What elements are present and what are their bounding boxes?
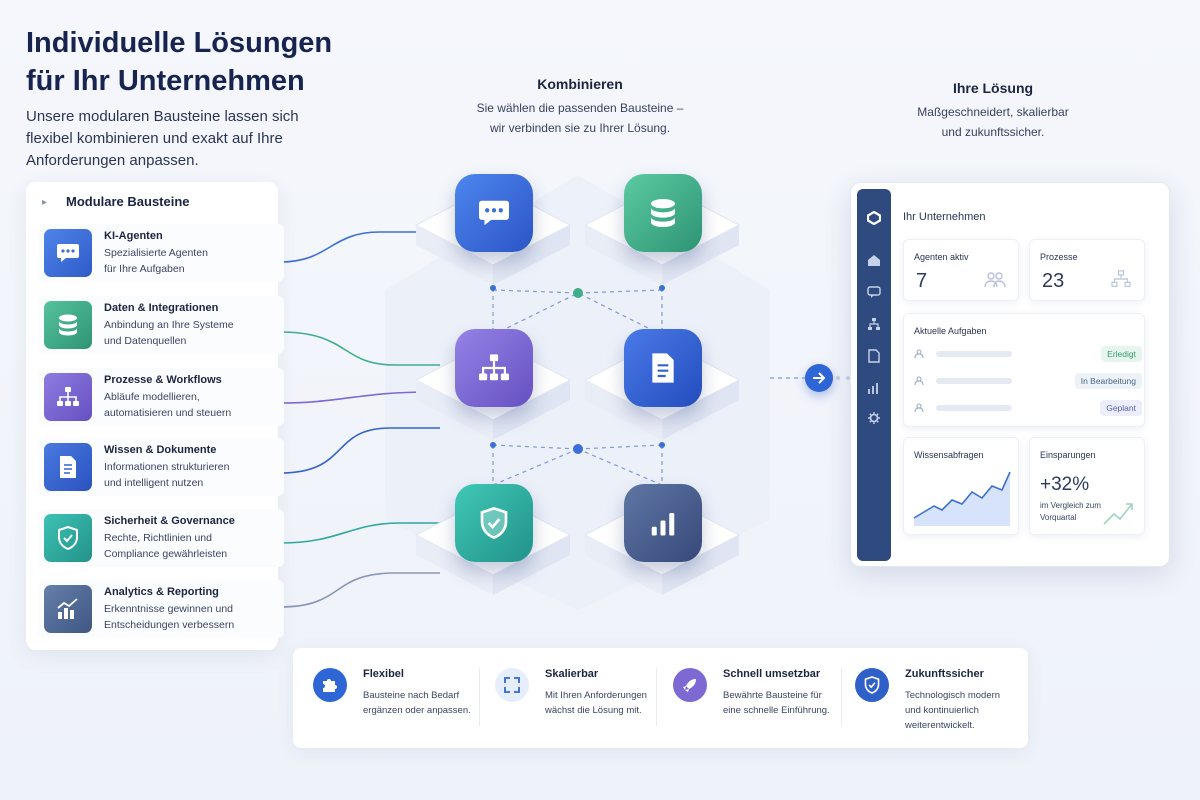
gear-icon bbox=[868, 412, 880, 424]
savings-card: Einsparungen +32% im Vergleich zum Vorqu… bbox=[1029, 437, 1145, 535]
workflow-icon bbox=[455, 329, 533, 407]
feature-bar: Flexibel Bausteine nach Bedarf ergänzen … bbox=[293, 648, 1028, 748]
shield-icon bbox=[855, 668, 889, 702]
combine-heading: Kombinieren Sie wählen die passenden Bau… bbox=[476, 76, 684, 135]
module-sicherheit-governance[interactable]: Sicherheit & Governance Rechte, Richtlin… bbox=[38, 509, 284, 567]
logo-icon bbox=[867, 211, 881, 225]
trend-up-icon bbox=[1103, 503, 1133, 525]
analytics-icon bbox=[44, 585, 92, 633]
modules-panel: ▸ Modulare Bausteine KI-Agenten Speziali… bbox=[26, 182, 284, 650]
network-node bbox=[573, 444, 583, 454]
cube-analytics bbox=[624, 484, 702, 562]
cube-document bbox=[624, 329, 702, 407]
module-prozesse-workflows[interactable]: Prozesse & Workflows Abläufe modellieren… bbox=[38, 368, 284, 426]
feature-flexibel: Flexibel Bausteine nach Bedarf ergänzen … bbox=[313, 666, 493, 730]
user-icon bbox=[914, 349, 924, 359]
cube-database bbox=[624, 174, 702, 252]
rocket-icon bbox=[673, 668, 707, 702]
page-subtitle: Unsere modularen Bausteine lassen sich f… bbox=[26, 108, 299, 169]
workflow-icon bbox=[44, 373, 92, 421]
user-icon bbox=[914, 376, 924, 386]
tasks-card: Aktuelle Aufgaben Erledigt In Bearbeitun… bbox=[903, 313, 1145, 427]
status-badge: Geplant bbox=[1100, 400, 1142, 416]
chat-icon bbox=[867, 286, 881, 298]
stat-card-agents: Agenten aktiv 7 bbox=[903, 239, 1019, 301]
page-title: Individuelle Lösungen für Ihr Unternehme… bbox=[26, 27, 333, 97]
cube-chat bbox=[455, 174, 533, 252]
module-connectors bbox=[279, 231, 440, 608]
knowledge-card: Wissensabfragen bbox=[903, 437, 1019, 535]
document-icon bbox=[868, 349, 880, 363]
chat-icon bbox=[44, 229, 92, 277]
status-badge: In Bearbeitung bbox=[1074, 373, 1142, 389]
user-icon bbox=[914, 403, 924, 413]
home-icon bbox=[868, 255, 880, 266]
feature-skalierbar: Skalierbar Mit Ihren Anforderungen wächs… bbox=[495, 666, 675, 730]
status-badge: Erledigt bbox=[1101, 346, 1142, 362]
database-icon bbox=[44, 301, 92, 349]
company-name: Ihr Unternehmen bbox=[903, 211, 986, 223]
workflow-icon bbox=[1111, 270, 1131, 287]
diagram-backdrop bbox=[385, 175, 770, 610]
modules-panel-header: ▸ Modulare Bausteine bbox=[42, 194, 190, 209]
cube-workflow bbox=[455, 329, 533, 407]
module-wissen-dokumente[interactable]: Wissen & Dokumente Informationen struktu… bbox=[38, 438, 284, 496]
app-preview: Ihr Unternehmen Agenten aktiv 7 Prozesse… bbox=[850, 182, 1170, 567]
users-icon bbox=[984, 272, 1006, 288]
task-row[interactable]: Erledigt bbox=[914, 345, 1146, 363]
network-node bbox=[573, 288, 583, 298]
document-icon bbox=[624, 329, 702, 407]
analytics-icon bbox=[624, 484, 702, 562]
knowledge-sparkline bbox=[913, 471, 1011, 526]
module-daten-integrationen[interactable]: Daten & Integrationen Anbindung an Ihre … bbox=[38, 296, 284, 354]
task-row[interactable]: Geplant bbox=[914, 399, 1146, 417]
task-row[interactable]: In Bearbeitung bbox=[914, 372, 1146, 390]
puzzle-icon bbox=[313, 668, 347, 702]
solution-heading: Ihre Lösung Maßgeschneidert, skalierbar … bbox=[917, 80, 1069, 139]
shield-icon bbox=[455, 484, 533, 562]
feature-schnell: Schnell umsetzbar Bewährte Bausteine für… bbox=[673, 666, 853, 730]
stat-card-processes: Prozesse 23 bbox=[1029, 239, 1145, 301]
cube-shield bbox=[455, 484, 533, 562]
analytics-icon bbox=[868, 383, 878, 394]
expand-icon bbox=[495, 668, 529, 702]
shield-icon bbox=[44, 514, 92, 562]
app-sidebar bbox=[857, 189, 891, 561]
feature-zukunftssicher: Zukunftssicher Technologisch modern und … bbox=[855, 666, 1035, 731]
arrow-right-icon[interactable] bbox=[805, 364, 833, 392]
module-ki-agenten[interactable]: KI-Agenten Spezialisierte Agenten für Ih… bbox=[38, 224, 284, 282]
play-icon: ▸ bbox=[42, 196, 48, 208]
module-analytics-reporting[interactable]: Analytics & Reporting Erkenntnisse gewin… bbox=[38, 580, 284, 638]
workflow-icon bbox=[868, 318, 880, 330]
chat-icon bbox=[455, 174, 533, 252]
database-icon bbox=[624, 174, 702, 252]
document-icon bbox=[44, 443, 92, 491]
